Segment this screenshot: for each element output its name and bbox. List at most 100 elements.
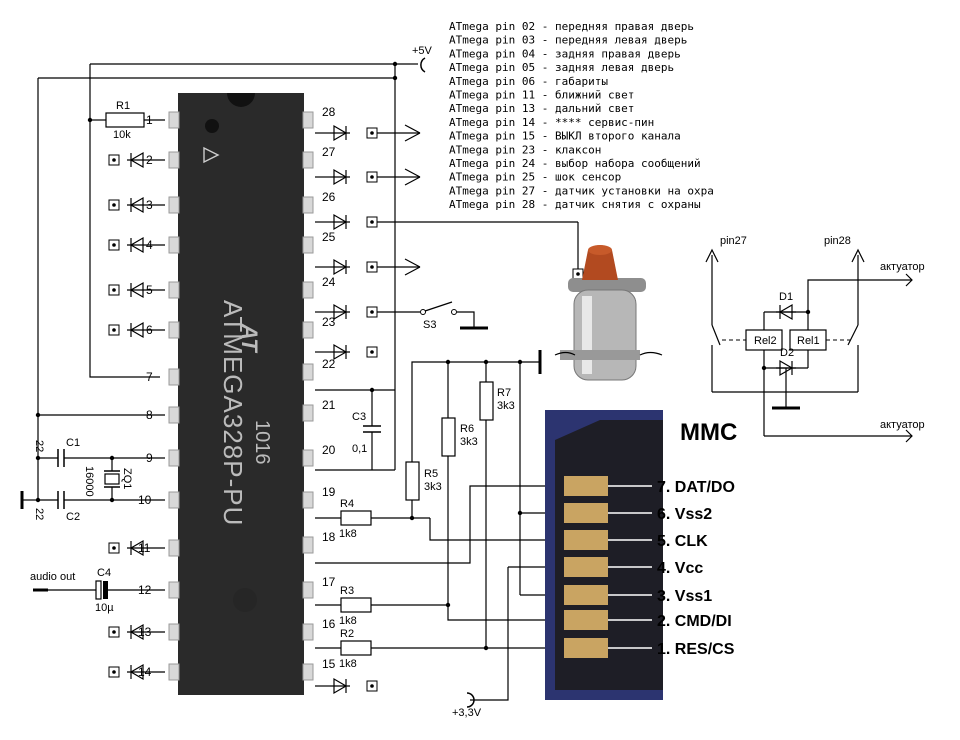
note-line: ATmega pin 23 - клаксон bbox=[449, 143, 601, 156]
zq1-label: ZQ1 bbox=[121, 468, 133, 489]
r4-label: R4 bbox=[340, 498, 354, 510]
pin-number-17: 17 bbox=[322, 575, 336, 589]
plus5-label: +5V bbox=[412, 45, 433, 57]
chip-pin-25 bbox=[302, 236, 314, 254]
mmc-pin-label: 6. Vss2 bbox=[657, 506, 712, 523]
c1-value: 22 bbox=[33, 440, 45, 452]
note-line: ATmega pin 02 - передняя правая дверь bbox=[449, 20, 694, 33]
atmega-chip: ATMEGA328P-PU 1016 AT bbox=[168, 93, 314, 695]
chip-pin-11 bbox=[168, 539, 180, 557]
mmc-pad bbox=[564, 530, 608, 550]
chip-pin-22 bbox=[302, 363, 314, 381]
rel1-label: Rel1 bbox=[797, 335, 820, 347]
pin-number-25: 25 bbox=[322, 230, 336, 244]
pin28-label: pin28 bbox=[824, 235, 851, 247]
d1-label: D1 bbox=[779, 291, 793, 303]
mmc-pads bbox=[564, 476, 652, 658]
chip-triangle-icon bbox=[203, 146, 220, 164]
plus33-label: +3,3V bbox=[452, 707, 482, 719]
c1-label: C1 bbox=[66, 437, 80, 449]
pin-number-23: 23 bbox=[322, 315, 336, 329]
mmc-title: MMC bbox=[680, 419, 737, 446]
r3-value: 1k8 bbox=[339, 615, 357, 627]
chip-pin-23 bbox=[302, 321, 314, 339]
r1-value: 10k bbox=[113, 129, 131, 141]
pin-number-21: 21 bbox=[322, 398, 336, 412]
chip-dot bbox=[205, 119, 219, 133]
pin-number-22: 22 bbox=[322, 357, 336, 371]
note-line: ATmega pin 24 - выбор набора сообщений bbox=[449, 157, 701, 170]
mmc-pad bbox=[564, 638, 608, 658]
switch-s3: S3 bbox=[420, 301, 488, 331]
mmc-pin-label: 1. RES/CS bbox=[657, 641, 735, 658]
c4-label: C4 bbox=[97, 567, 111, 579]
clock-circuit: C1 22 C2 22 16000 ZQ1 bbox=[20, 78, 165, 523]
note-line: ATmega pin 04 - задняя правая дверь bbox=[449, 47, 681, 60]
r7-label: R7 bbox=[497, 387, 511, 399]
pin-number-24: 24 bbox=[322, 275, 336, 289]
pin-number-26: 26 bbox=[322, 190, 336, 204]
pin-number-18: 18 bbox=[322, 530, 336, 544]
chip-pin-20 bbox=[302, 449, 314, 467]
audio-output: audio out C4 10µ bbox=[30, 567, 165, 614]
c2-label: C2 bbox=[66, 511, 80, 523]
pin-number-28: 28 bbox=[322, 105, 336, 119]
chip-pin-4 bbox=[168, 236, 180, 254]
pin27-label: pin27 bbox=[720, 235, 747, 247]
atmel-logo: AT bbox=[237, 323, 262, 353]
chip-pin-5 bbox=[168, 281, 180, 299]
chip-pin-18 bbox=[302, 536, 314, 554]
chip-pin-2 bbox=[168, 151, 180, 169]
chip-dot-bottom bbox=[233, 588, 257, 612]
right-input-diodes bbox=[315, 124, 578, 694]
r6-value: 3k3 bbox=[460, 436, 478, 448]
pin-notes: ATmega pin 02 - передняя правая дверьATm… bbox=[449, 20, 714, 211]
d2-label: D2 bbox=[780, 347, 794, 359]
chip-pin-17 bbox=[302, 581, 314, 599]
note-line: ATmega pin 03 - передняя левая дверь bbox=[449, 34, 687, 47]
chip-pin-14 bbox=[168, 663, 180, 681]
relay-circuit: pin27 pin28 Rel2 Rel1 актуатор актуатор … bbox=[705, 235, 925, 443]
note-line: ATmega pin 28 - датчик снятия с охраны bbox=[449, 198, 701, 211]
pin-number-16: 16 bbox=[322, 617, 336, 631]
chip-pin-3 bbox=[168, 196, 180, 214]
r3-label: R3 bbox=[340, 585, 354, 597]
pin-number-15: 15 bbox=[322, 657, 336, 671]
r2-value: 1k8 bbox=[339, 658, 357, 670]
mmc-pad bbox=[564, 557, 608, 577]
chip-pin-15 bbox=[302, 663, 314, 681]
actuator1-label: актуатор bbox=[880, 261, 925, 273]
chip-pin-28 bbox=[302, 111, 314, 129]
chip-pin-13 bbox=[168, 623, 180, 641]
r4-value: 1k8 bbox=[339, 528, 357, 540]
chip-pin-16 bbox=[302, 623, 314, 641]
pin-number-20: 20 bbox=[322, 443, 336, 457]
chip-left-pins bbox=[168, 111, 180, 681]
mmc-pin-label: 3. Vss1 bbox=[657, 588, 712, 605]
chip-right-pins bbox=[302, 111, 314, 681]
mmc-pin-label: 2. CMD/DI bbox=[657, 613, 732, 630]
capacitor-c3: C3 0,1 bbox=[315, 387, 395, 470]
note-line: ATmega pin 25 - шок сенсор bbox=[449, 171, 621, 184]
pin-number-27: 27 bbox=[322, 145, 336, 159]
actuator2-label: актуатор bbox=[880, 419, 925, 431]
mmc-pad bbox=[564, 476, 608, 496]
r6-label: R6 bbox=[460, 423, 474, 435]
note-line: ATmega pin 05 - задняя левая дверь bbox=[449, 61, 674, 74]
chip-marking: ATMEGA328P-PU bbox=[218, 300, 248, 526]
left-door-diodes bbox=[108, 152, 165, 680]
r2-label: R2 bbox=[340, 628, 354, 640]
chip-pin-1 bbox=[168, 111, 180, 129]
mmc-pad bbox=[564, 585, 608, 605]
c2-value: 22 bbox=[33, 508, 45, 520]
chip-pin-9 bbox=[168, 449, 180, 467]
chip-pin-27 bbox=[302, 151, 314, 169]
left-pin-numbers: 1234567891011121314 bbox=[138, 113, 153, 679]
c3-value: 0,1 bbox=[352, 443, 367, 455]
c3-label: C3 bbox=[352, 411, 366, 423]
ignition-coil-image bbox=[554, 222, 663, 381]
r7-value: 3k3 bbox=[497, 400, 515, 412]
